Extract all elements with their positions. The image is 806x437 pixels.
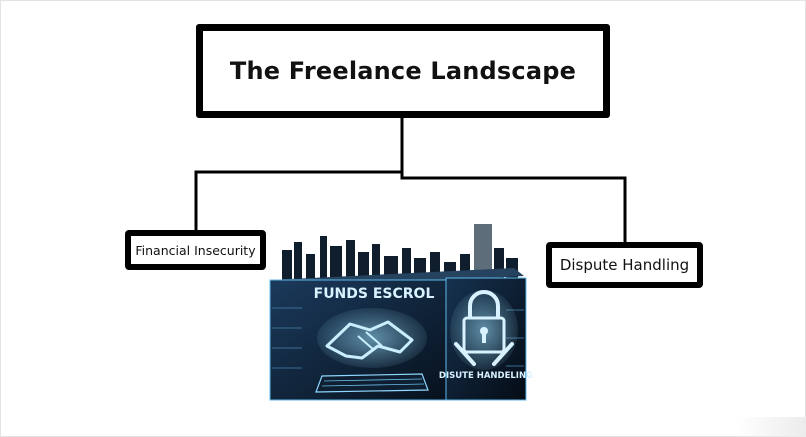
corner-shade: [736, 417, 806, 437]
connector-root-to-right: [400, 172, 627, 244]
node-label: Financial Insecurity: [135, 242, 256, 258]
root-node: The Freelance Landscape: [196, 24, 610, 118]
node-dispute-handling: Dispute Handling: [546, 242, 703, 288]
padlock-icon: [450, 290, 518, 370]
panel-right-text: DISUTE HANDELING: [439, 371, 532, 381]
escrow-illustration: FUNDS ESCROL DISUTE HANDELING: [269, 224, 532, 401]
connector-root-to-left: [194, 108, 404, 232]
keyboard-icon: [315, 373, 429, 393]
node-label: Dispute Handling: [559, 256, 690, 274]
node-financial-insecurity: Financial Insecurity: [125, 230, 266, 270]
panel-left-text: FUNDS ESCROL: [314, 286, 435, 302]
root-title: The Freelance Landscape: [229, 57, 577, 85]
handshake-icon: [317, 308, 427, 368]
wrench-icon: [454, 342, 514, 366]
